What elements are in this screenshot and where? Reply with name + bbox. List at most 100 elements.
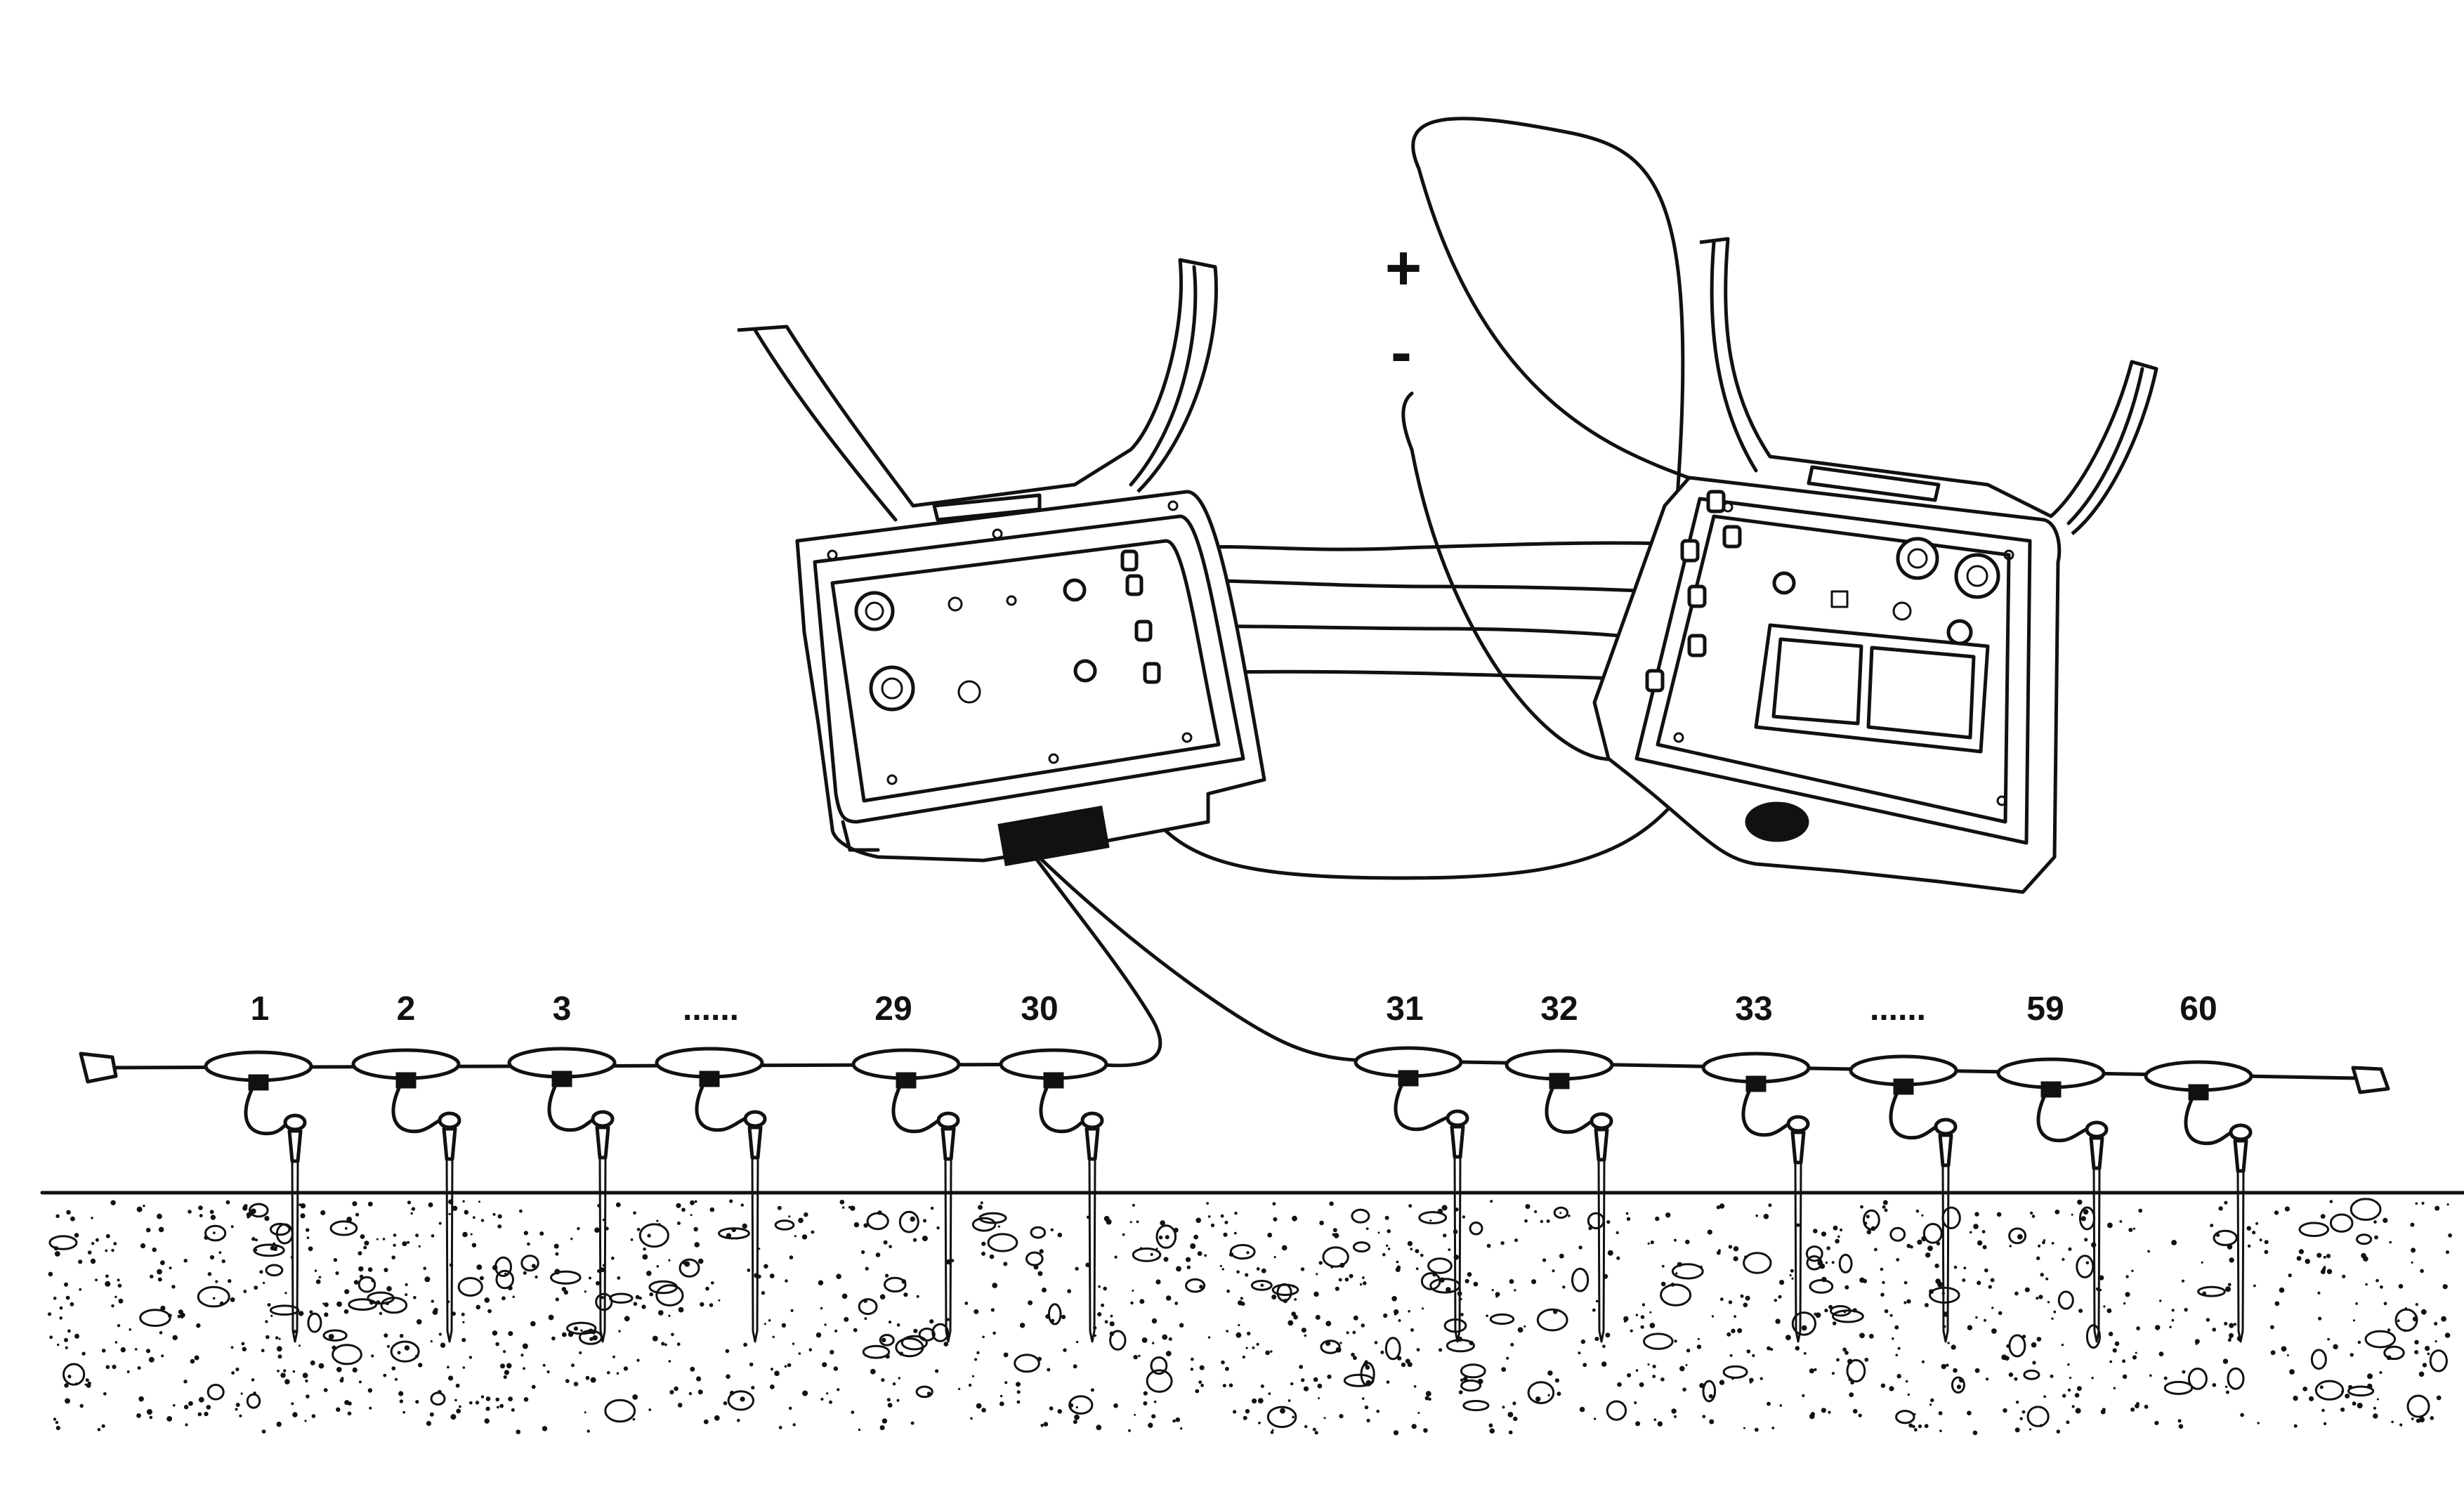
soil-grain xyxy=(336,1407,341,1412)
soil-grain xyxy=(185,1423,188,1427)
soil-grain xyxy=(1207,1336,1211,1339)
soil-grain xyxy=(1652,1364,1656,1368)
soil-grain xyxy=(2373,1413,2378,1419)
soil-grain xyxy=(1222,1384,1226,1388)
soil-grain xyxy=(1562,1285,1566,1289)
soil-grain xyxy=(968,1383,972,1387)
soil-grain xyxy=(610,1256,615,1260)
soil-grain xyxy=(495,1342,499,1347)
soil-grain xyxy=(1374,1341,1378,1344)
soil-grain xyxy=(978,1205,983,1210)
soil-grain xyxy=(2036,1297,2039,1300)
soil-grain xyxy=(306,1228,310,1232)
soil-grain xyxy=(1335,1286,1339,1291)
stake-rod xyxy=(1941,1164,1950,1343)
soil-grain xyxy=(596,1281,601,1285)
soil-grain xyxy=(546,1370,550,1374)
electrode-label: 2 xyxy=(397,990,416,1028)
soil-grain xyxy=(204,1411,209,1417)
soil-grain xyxy=(1559,1253,1564,1259)
soil-grain xyxy=(1061,1314,1066,1319)
soil-grain xyxy=(1934,1263,1939,1269)
soil-grain xyxy=(1785,1335,1791,1340)
soil-pebble xyxy=(638,1223,669,1248)
soil-grain xyxy=(188,1210,192,1214)
soil-grain xyxy=(2434,1340,2437,1343)
soil-grain xyxy=(407,1240,410,1244)
soil-grain xyxy=(305,1379,308,1383)
soil-grain xyxy=(723,1401,728,1406)
stake-clip xyxy=(1080,1111,1104,1130)
soil-grain xyxy=(304,1420,307,1422)
soil-grain xyxy=(930,1206,934,1210)
soil-grain xyxy=(2264,1240,2269,1245)
soil-pebble xyxy=(253,1243,285,1257)
soil-pebble xyxy=(2227,1367,2245,1390)
soil-grain xyxy=(769,1273,775,1278)
soil-grain xyxy=(277,1369,280,1373)
soil-grain xyxy=(87,1250,92,1255)
soil-grain xyxy=(280,1373,286,1378)
soil-grain xyxy=(198,1396,204,1403)
soil-grain xyxy=(1517,1327,1523,1333)
soil-grain xyxy=(2169,1325,2172,1328)
soil-grain xyxy=(1791,1277,1794,1280)
soil-pebble xyxy=(2329,1213,2354,1233)
soil-grain xyxy=(571,1363,575,1368)
left-unit-screws xyxy=(827,500,1193,785)
soil-grain xyxy=(117,1324,121,1328)
soil-grain xyxy=(1990,1278,1995,1283)
soil-grain xyxy=(2380,1285,2383,1289)
soil-grain xyxy=(1743,1427,1745,1429)
soil-pebble xyxy=(1460,1363,1486,1379)
soil-pebble xyxy=(1863,1209,1880,1231)
soil-grain xyxy=(1531,1279,1537,1285)
soil-grain xyxy=(2320,1214,2326,1219)
soil-grain xyxy=(523,1271,527,1275)
soil-grain xyxy=(2125,1275,2129,1278)
left-terminal-3 xyxy=(1134,620,1153,642)
soil-grain xyxy=(384,1333,388,1338)
soil-grain xyxy=(2154,1420,2159,1425)
soil-grain xyxy=(1728,1245,1733,1249)
soil-grain xyxy=(1938,1411,1943,1415)
soil-grain xyxy=(114,1341,118,1344)
soil-grain xyxy=(1946,1363,1949,1367)
soil-grain xyxy=(1325,1321,1332,1327)
soil-grain xyxy=(2159,1299,2162,1302)
soil-grain xyxy=(798,1217,804,1224)
electrode-takeout xyxy=(507,1047,617,1343)
soil-grain xyxy=(2357,1403,2363,1408)
soil-grain xyxy=(1376,1409,1380,1413)
soil-grain xyxy=(729,1199,733,1203)
stake-head xyxy=(595,1125,610,1160)
soil-grain xyxy=(2080,1216,2086,1222)
soil-grain xyxy=(1143,1401,1148,1406)
soil-grain xyxy=(2062,1394,2066,1398)
soil-grain xyxy=(169,1266,172,1270)
soil-grain xyxy=(1303,1386,1309,1392)
soil-grain xyxy=(1242,1355,1245,1359)
soil-grain xyxy=(681,1207,686,1212)
soil-pebble xyxy=(2076,1255,2095,1278)
soil-grain xyxy=(74,1233,79,1238)
soil-pebble xyxy=(1469,1222,1483,1236)
soil-grain xyxy=(230,1225,234,1229)
soil-grain xyxy=(1726,1332,1731,1337)
soil-grain xyxy=(1967,1325,1973,1330)
soil-grain xyxy=(1136,1220,1139,1224)
soil-grain xyxy=(1393,1430,1399,1436)
soil-grain xyxy=(1607,1250,1613,1256)
soil-grain xyxy=(1219,1264,1222,1267)
soil-grain xyxy=(2246,1226,2251,1231)
soil-grain xyxy=(2418,1371,2425,1377)
soil-grain xyxy=(778,1425,782,1429)
soil-grain xyxy=(149,1415,153,1420)
left-unit-rotary-knob xyxy=(1063,578,1087,602)
soil-grain xyxy=(1593,1417,1597,1420)
soil-grain xyxy=(1639,1382,1644,1387)
right-terminal-1 xyxy=(1680,539,1700,563)
soil-grain xyxy=(1353,1356,1357,1361)
soil-grain xyxy=(1559,1212,1562,1214)
soil-grain xyxy=(79,1403,84,1408)
